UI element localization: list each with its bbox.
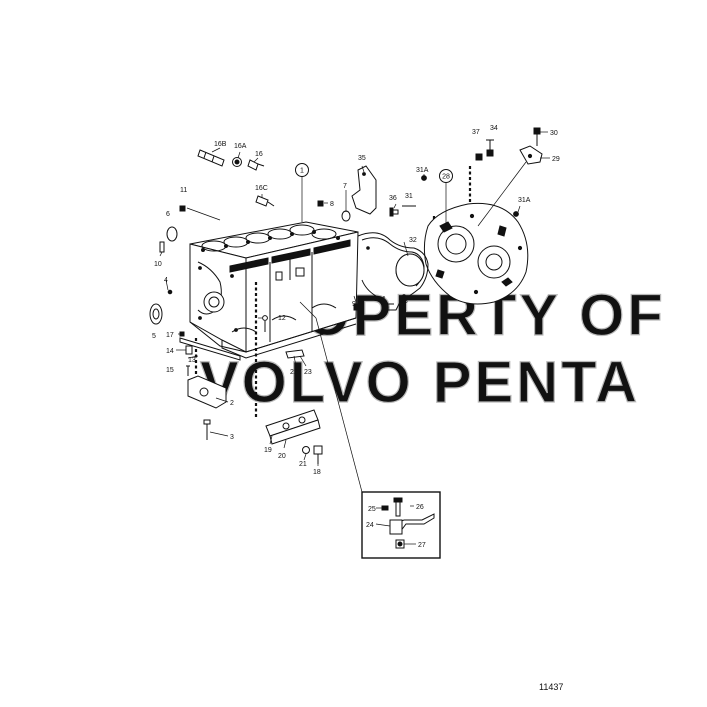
label-36: 36 — [389, 195, 397, 202]
label-11: 11 — [180, 187, 187, 194]
label-34: 34 — [490, 125, 498, 132]
label-26: 26 — [416, 504, 424, 511]
inset-detail — [361, 491, 441, 559]
label-24: 24 — [366, 522, 374, 529]
label-33: 33 — [400, 298, 408, 305]
label-29: 29 — [552, 156, 560, 163]
label-17: 17 — [166, 332, 174, 339]
label-28: 28 — [442, 174, 450, 181]
label-9: 9 — [352, 301, 356, 308]
label-25: 25 — [368, 506, 376, 513]
label-18: 18 — [313, 469, 321, 476]
label-19: 19 — [264, 447, 272, 454]
label-16B: 16B — [214, 141, 227, 148]
label-12: 12 — [278, 315, 286, 322]
label-16C: 16C — [255, 185, 268, 192]
label-30: 30 — [550, 130, 558, 137]
watermark-line-2: VOLVO PENTA — [200, 350, 640, 415]
label-27: 27 — [418, 542, 426, 549]
label-31A-right: 31A — [518, 197, 531, 204]
small-parts — [149, 127, 543, 464]
label-31: 31 — [405, 193, 413, 200]
label-8: 8 — [330, 201, 334, 208]
label-10: 10 — [154, 261, 162, 268]
figure-number: 11437 — [539, 682, 563, 692]
label-23: 23 — [304, 369, 312, 376]
label-1: 1 — [300, 168, 304, 175]
watermark: PROPERTY OF VOLVO PENTA — [199, 282, 663, 415]
label-6: 6 — [166, 211, 170, 218]
label-3: 3 — [230, 434, 234, 441]
label-4: 4 — [164, 277, 168, 284]
part-labels: 1 28 16B 16A 16 16C 11 6 10 4 5 17 14 13… — [152, 125, 560, 549]
label-21: 21 — [299, 461, 307, 468]
label-35: 35 — [358, 155, 366, 162]
label-31A-left: 31A — [416, 167, 429, 174]
leader-lines — [159, 131, 550, 545]
label-14: 14 — [166, 348, 174, 355]
label-16A: 16A — [234, 143, 247, 150]
label-13: 13 — [188, 357, 196, 364]
label-20: 20 — [278, 453, 286, 460]
cylinder-block — [189, 221, 359, 359]
label-32: 32 — [409, 237, 417, 244]
label-37: 37 — [472, 129, 480, 136]
label-7: 7 — [343, 183, 347, 190]
label-5: 5 — [152, 333, 156, 340]
label-16: 16 — [255, 151, 263, 158]
label-15: 15 — [166, 367, 174, 374]
label-22: 22 — [290, 369, 298, 376]
flywheel-housing — [423, 202, 529, 305]
label-2: 2 — [230, 400, 234, 407]
